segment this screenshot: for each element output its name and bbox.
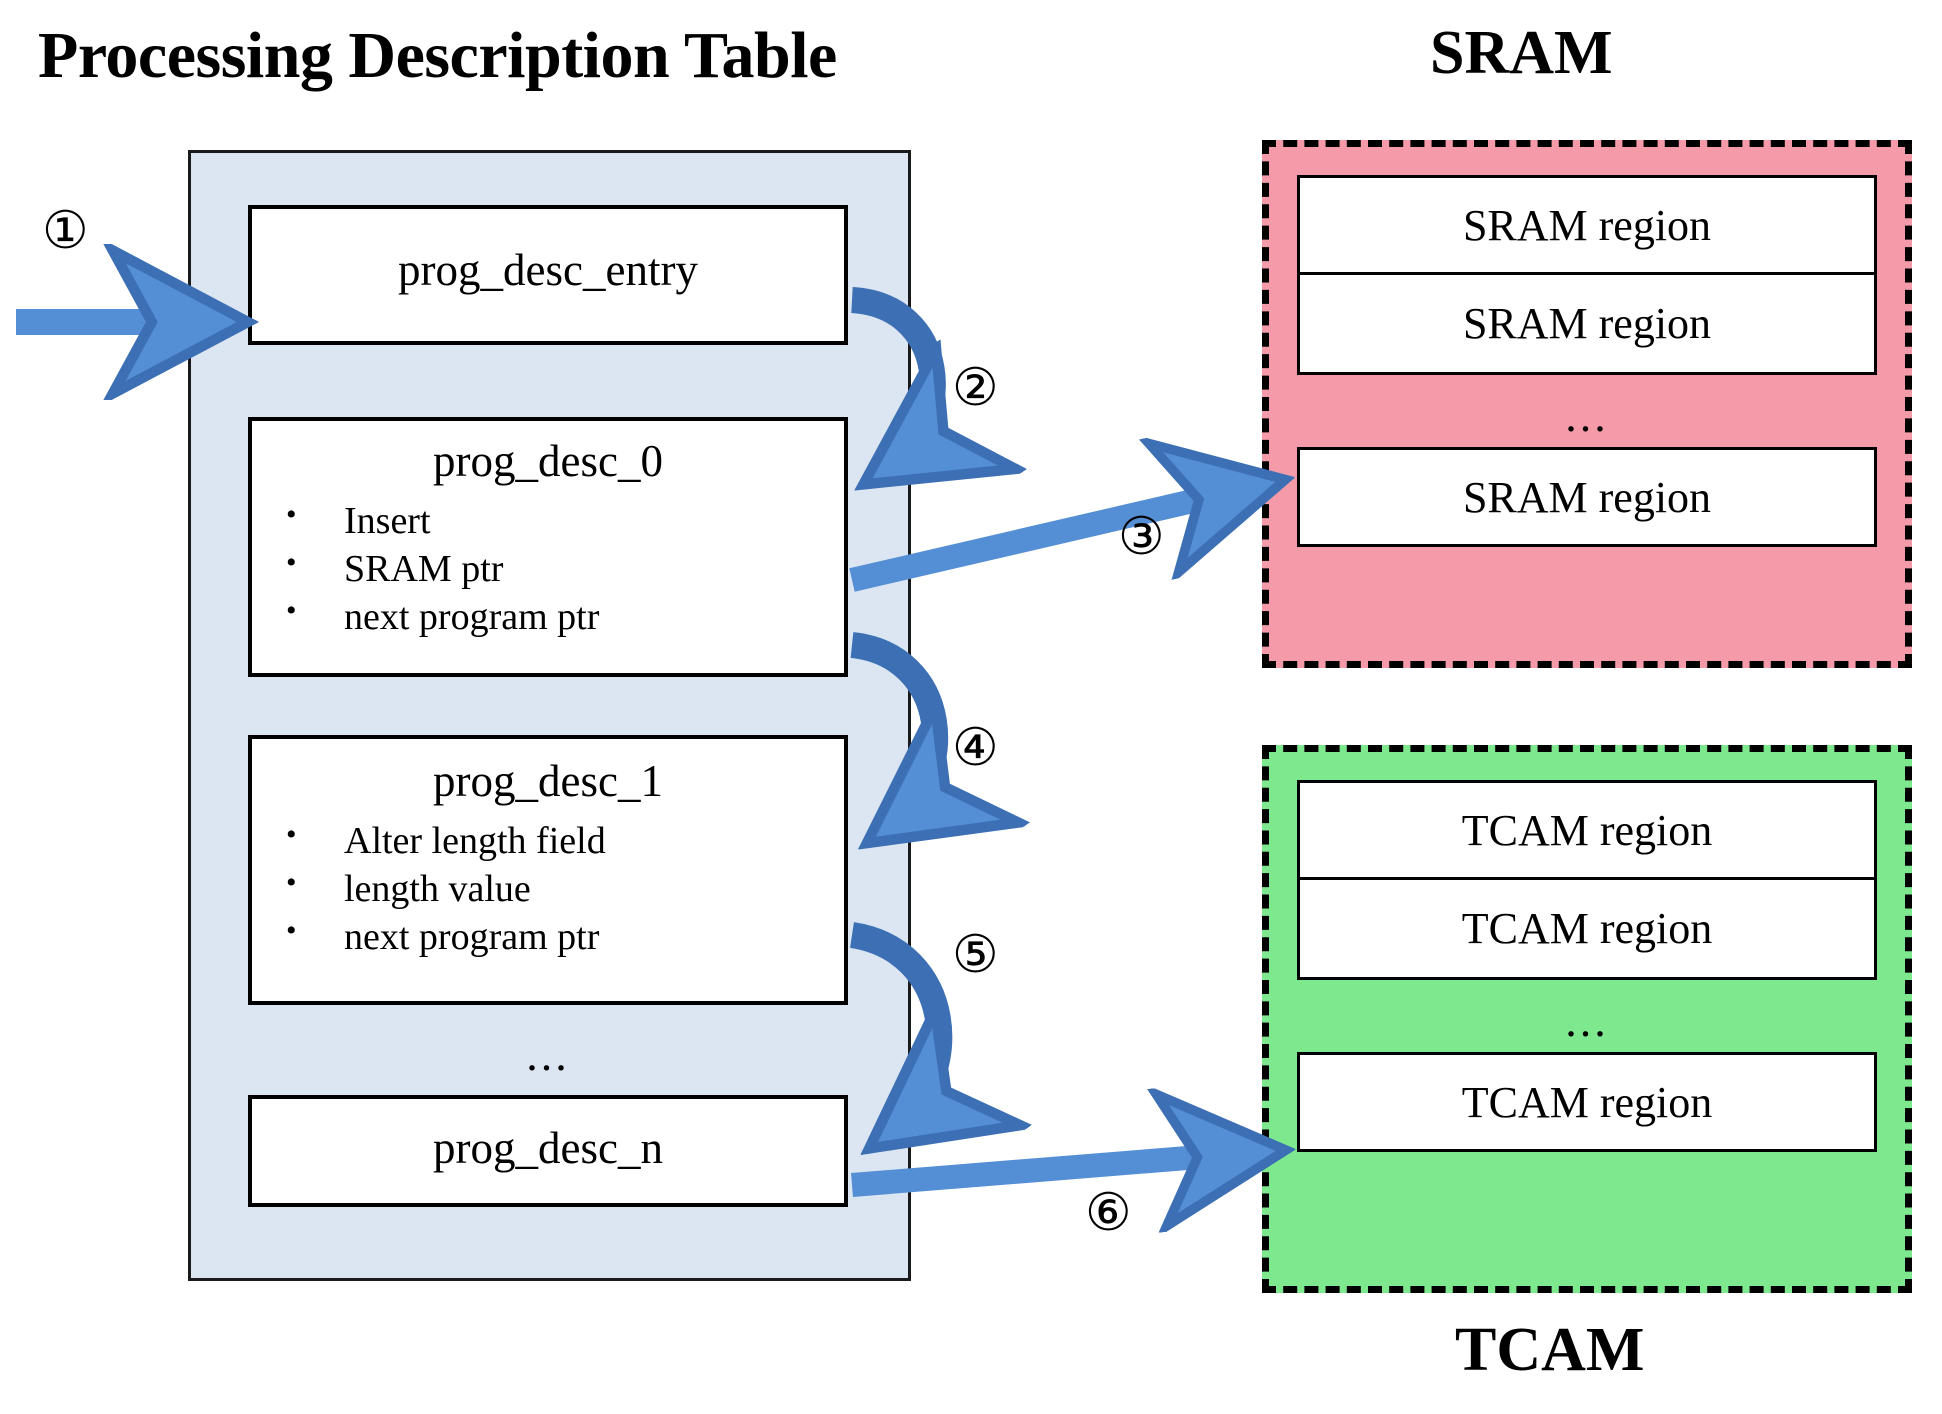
- list-item: Alter length field: [252, 816, 844, 866]
- prog-desc-entry-title: prog_desc_entry: [398, 245, 698, 295]
- step-3-badge: ③: [1118, 509, 1165, 566]
- prog-desc-ellipsis: ...: [526, 1029, 570, 1080]
- list-item: Insert: [252, 496, 844, 546]
- page-title: Processing Description Table: [38, 19, 837, 92]
- sram-panel: SRAM region SRAM region ... SRAM region: [1262, 140, 1912, 668]
- tcam-panel: TCAM region TCAM region ... TCAM region: [1262, 745, 1912, 1293]
- step-1-badge: ①: [42, 203, 89, 260]
- list-item: SRAM ptr: [252, 544, 844, 594]
- tcam-region: TCAM region: [1297, 780, 1877, 880]
- list-item: next program ptr: [252, 592, 844, 642]
- prog-desc-0-bullets: Insert SRAM ptr next program ptr: [252, 496, 844, 642]
- tcam-region-group-bottom: TCAM region: [1297, 1052, 1877, 1152]
- prog-desc-n-title: prog_desc_n: [433, 1123, 663, 1173]
- arrow-6-descn-to-tcam: [851, 1152, 1262, 1185]
- sram-region-group-bottom: SRAM region: [1297, 447, 1877, 547]
- step-2-badge: ②: [952, 360, 999, 417]
- sram-region: SRAM region: [1297, 175, 1877, 275]
- prog-desc-n-card[interactable]: prog_desc_n: [248, 1095, 848, 1207]
- step-4-badge: ④: [952, 720, 999, 777]
- prog-desc-0-card[interactable]: prog_desc_0 Insert SRAM ptr next program…: [248, 417, 848, 677]
- sram-region: SRAM region: [1297, 275, 1877, 375]
- prog-desc-0-title: prog_desc_0: [433, 436, 663, 486]
- sram-region-group-top: SRAM region SRAM region: [1297, 175, 1877, 375]
- sram-title: SRAM: [1430, 19, 1613, 87]
- prog-desc-1-title: prog_desc_1: [433, 756, 663, 806]
- tcam-region-group-top: TCAM region TCAM region: [1297, 780, 1877, 980]
- prog-desc-entry-card[interactable]: prog_desc_entry: [248, 205, 848, 345]
- list-item: next program ptr: [252, 912, 844, 962]
- tcam-ellipsis: ...: [1565, 994, 1609, 1046]
- prog-desc-1-card[interactable]: prog_desc_1 Alter length field length va…: [248, 735, 848, 1005]
- step-6-badge: ⑥: [1085, 1185, 1132, 1242]
- tcam-region: TCAM region: [1297, 880, 1877, 980]
- step-5-badge: ⑤: [952, 927, 999, 984]
- tcam-region: TCAM region: [1297, 1052, 1877, 1152]
- tcam-title: TCAM: [1455, 1316, 1645, 1384]
- sram-ellipsis: ...: [1565, 389, 1609, 441]
- sram-region: SRAM region: [1297, 447, 1877, 547]
- prog-desc-1-bullets: Alter length field length value next pro…: [252, 816, 844, 962]
- arrow-3-desc0-to-sram: [849, 485, 1262, 592]
- list-item: length value: [252, 864, 844, 914]
